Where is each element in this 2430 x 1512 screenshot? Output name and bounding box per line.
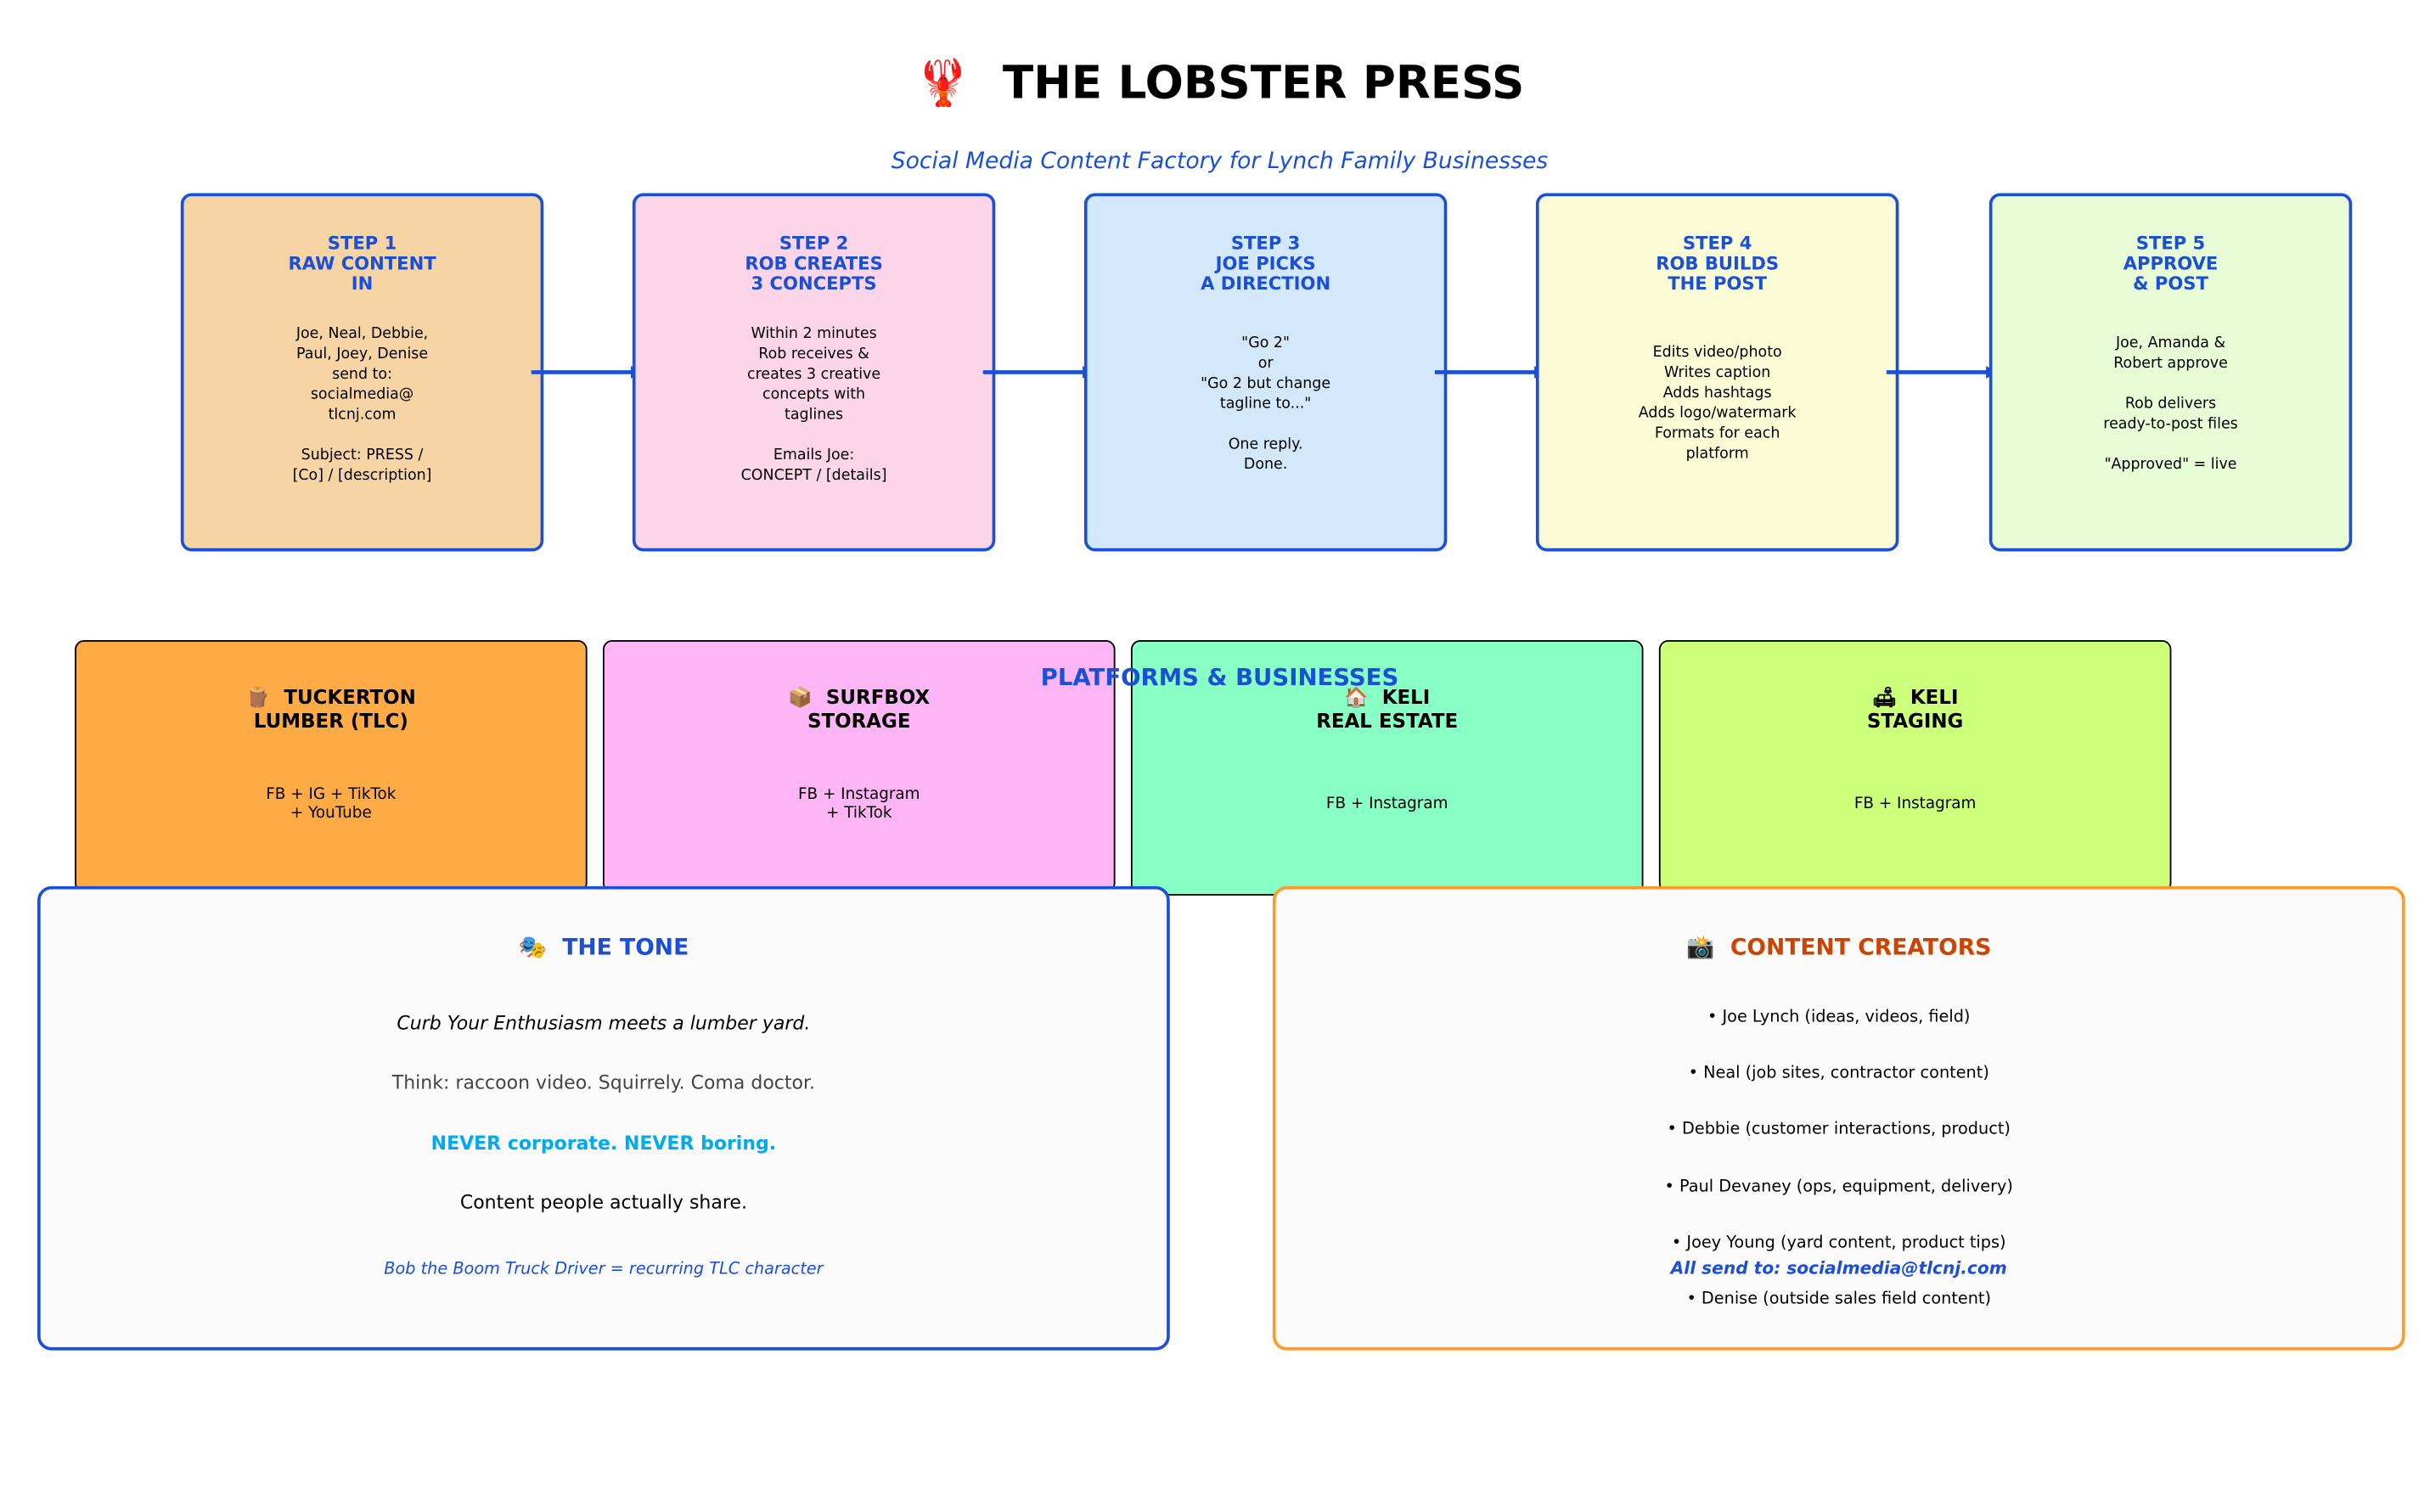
step-title: STEP 3 JOE PICKS A DIRECTION <box>1201 232 1331 295</box>
tone-title: 🎭 THE TONE <box>41 935 1167 961</box>
step-body: Joe, Neal, Debbie, Paul, Joey, Denise se… <box>292 325 432 485</box>
step-body: "Go 2" or "Go 2 but change tagline to...… <box>1201 334 1331 474</box>
platform-title: 🪵 TUCKERTON LUMBER (TLC) <box>76 685 586 732</box>
arrow-icon <box>1886 366 1999 379</box>
platform-channels: FB + Instagram <box>1325 795 1448 813</box>
send-to-email: All send to: socialmedia@tlcnj.com <box>1670 1258 2007 1279</box>
tone-line: Bob the Boom Truck Driver = recurring TL… <box>384 1260 824 1279</box>
tone-line: NEVER corporate. NEVER boring. <box>430 1132 777 1155</box>
platform-title: 🛋 KELI STAGING <box>1661 685 2170 732</box>
step-box-2: STEP 2 ROB CREATES 3 CONCEPTS Within 2 mi… <box>632 193 996 552</box>
step-body: Within 2 minutes Rob receives & creates … <box>740 325 887 485</box>
camera-icon: 📸 <box>1686 936 1715 961</box>
creator-item: • Denise (outside sales field content) <box>1686 1290 1992 1309</box>
subtitle: Social Media Content Factory for Lynch F… <box>891 149 1549 175</box>
arrow-icon <box>982 366 1095 379</box>
step-title: STEP 5 APPROVE & POST <box>2123 232 2219 295</box>
platform-title: 📦 SURFBOX STORAGE <box>605 685 1114 732</box>
step-box-1: STEP 1 RAW CONTENT IN Joe, Neal, Debbie, … <box>180 193 544 552</box>
creator-item: • Debbie (customer interactions, product… <box>1667 1120 2011 1139</box>
step-box-4: STEP 4 ROB BUILDS THE POST Edits video/ph… <box>1535 193 1899 552</box>
step-title: STEP 2 ROB CREATES 3 CONCEPTS <box>745 232 883 295</box>
platform-channels: FB + Instagram + TikTok <box>798 786 920 823</box>
lobster-icon: 🦞 <box>914 56 971 110</box>
theater-icon: 🎭 <box>518 936 547 961</box>
platforms-header: PLATFORMS & BUSINESSES <box>1040 663 1399 692</box>
creator-item: • Joey Young (yard content, product tips… <box>1671 1234 2006 1253</box>
tone-line: Think: raccoon video. Squirrely. Coma do… <box>391 1071 816 1093</box>
platform-card: 🛋 KELI STAGING FB + Instagram <box>1658 640 2172 893</box>
page-title: 🦞 THE LOBSTER PRESS <box>0 56 2430 110</box>
step-body: Joe, Amanda & Robert approve Rob deliver… <box>2103 334 2238 474</box>
business-icon: 🏠 <box>1344 685 1369 709</box>
business-icon: 📦 <box>788 685 813 709</box>
title-text: THE LOBSTER PRESS <box>1002 56 1525 110</box>
platform-title: 🏠 KELI REAL ESTATE <box>1133 685 1642 732</box>
creators-title: 📸 CONTENT CREATORS <box>1276 935 2402 961</box>
step-title: STEP 1 RAW CONTENT IN <box>288 232 436 295</box>
step-box-5: STEP 5 APPROVE & POST Joe, Amanda & Rober… <box>1988 193 2353 552</box>
creators-title-text: CONTENT CREATORS <box>1730 936 1992 961</box>
platform-card: 📦 SURFBOX STORAGE FB + Instagram + TikTok <box>602 640 1116 893</box>
tone-line: Content people actually share. <box>459 1191 747 1214</box>
creator-item: • Neal (job sites, contractor content) <box>1688 1064 1989 1083</box>
platform-name: KELI REAL ESTATE <box>1316 685 1459 732</box>
step-box-3: STEP 3 JOE PICKS A DIRECTION "Go 2" or "G… <box>1083 193 1448 552</box>
tone-line: Curb Your Enthusiasm meets a lumber yard… <box>397 1012 811 1035</box>
business-icon: 🛋 <box>1871 685 1897 709</box>
step-title: STEP 4 ROB BUILDS THE POST <box>1656 232 1780 295</box>
platform-name: TUCKERTON LUMBER (TLC) <box>253 685 416 732</box>
platform-name: KELI STAGING <box>1866 685 1964 732</box>
platform-channels: FB + IG + TikTok + YouTube <box>266 786 397 823</box>
step-body: Edits video/photo Writes caption Adds ha… <box>1638 344 1797 463</box>
tone-title-text: THE TONE <box>562 936 689 961</box>
creator-item: • Joe Lynch (ideas, videos, field) <box>1707 1007 1971 1027</box>
platform-channels: FB + Instagram <box>1853 795 1977 813</box>
arrow-icon <box>531 366 644 379</box>
creators-panel: 📸 CONTENT CREATORS • Joe Lynch (ideas, v… <box>1272 885 2405 1351</box>
platform-card: 🪵 TUCKERTON LUMBER (TLC) FB + IG + TikTok… <box>75 640 588 893</box>
creator-item: • Paul Devaney (ops, equipment, delivery… <box>1664 1177 2013 1196</box>
platform-card: 🏠 KELI REAL ESTATE FB + Instagram <box>1130 640 1644 896</box>
business-icon: 🪵 <box>245 685 271 709</box>
arrow-icon <box>1434 366 1547 379</box>
platform-name: SURFBOX STORAGE <box>807 685 931 732</box>
tone-panel: 🎭 THE TONE Curb Your Enthusiasm meets a … <box>37 885 1170 1351</box>
